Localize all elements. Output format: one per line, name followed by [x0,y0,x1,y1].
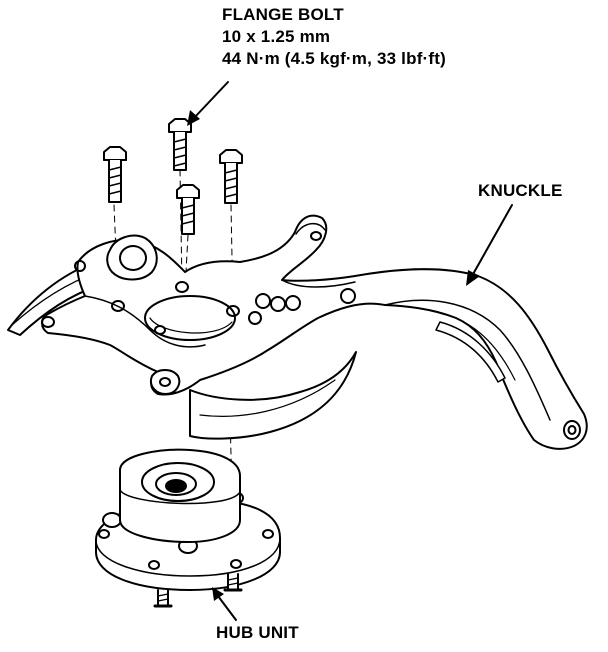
hub-unit [95,448,281,608]
flange-bolt-1 [103,146,127,203]
flange-bolt-size: 10 x 1.25 mm [222,27,331,46]
knuckle-label: KNUCKLE [478,181,563,200]
flange-bolt-4 [176,184,200,235]
flange-bolt-3 [219,149,243,204]
hub-unit-leader-arrow [212,587,237,621]
flange-bolt-2 [168,118,192,171]
flange-bolt-torque: 44 N·m (4.5 kgf·m, 33 lbf·ft) [222,49,446,68]
hub-unit-label: HUB UNIT [216,623,299,642]
flange-bolt-leader-arrow [187,81,229,126]
knuckle [7,214,588,450]
flange-bolt-label: FLANGE BOLT [222,5,344,24]
knuckle-leader-arrow [466,204,513,286]
flange-bolt-callout: FLANGE BOLT 10 x 1.25 mm 44 N·m (4.5 kgf… [222,4,446,70]
